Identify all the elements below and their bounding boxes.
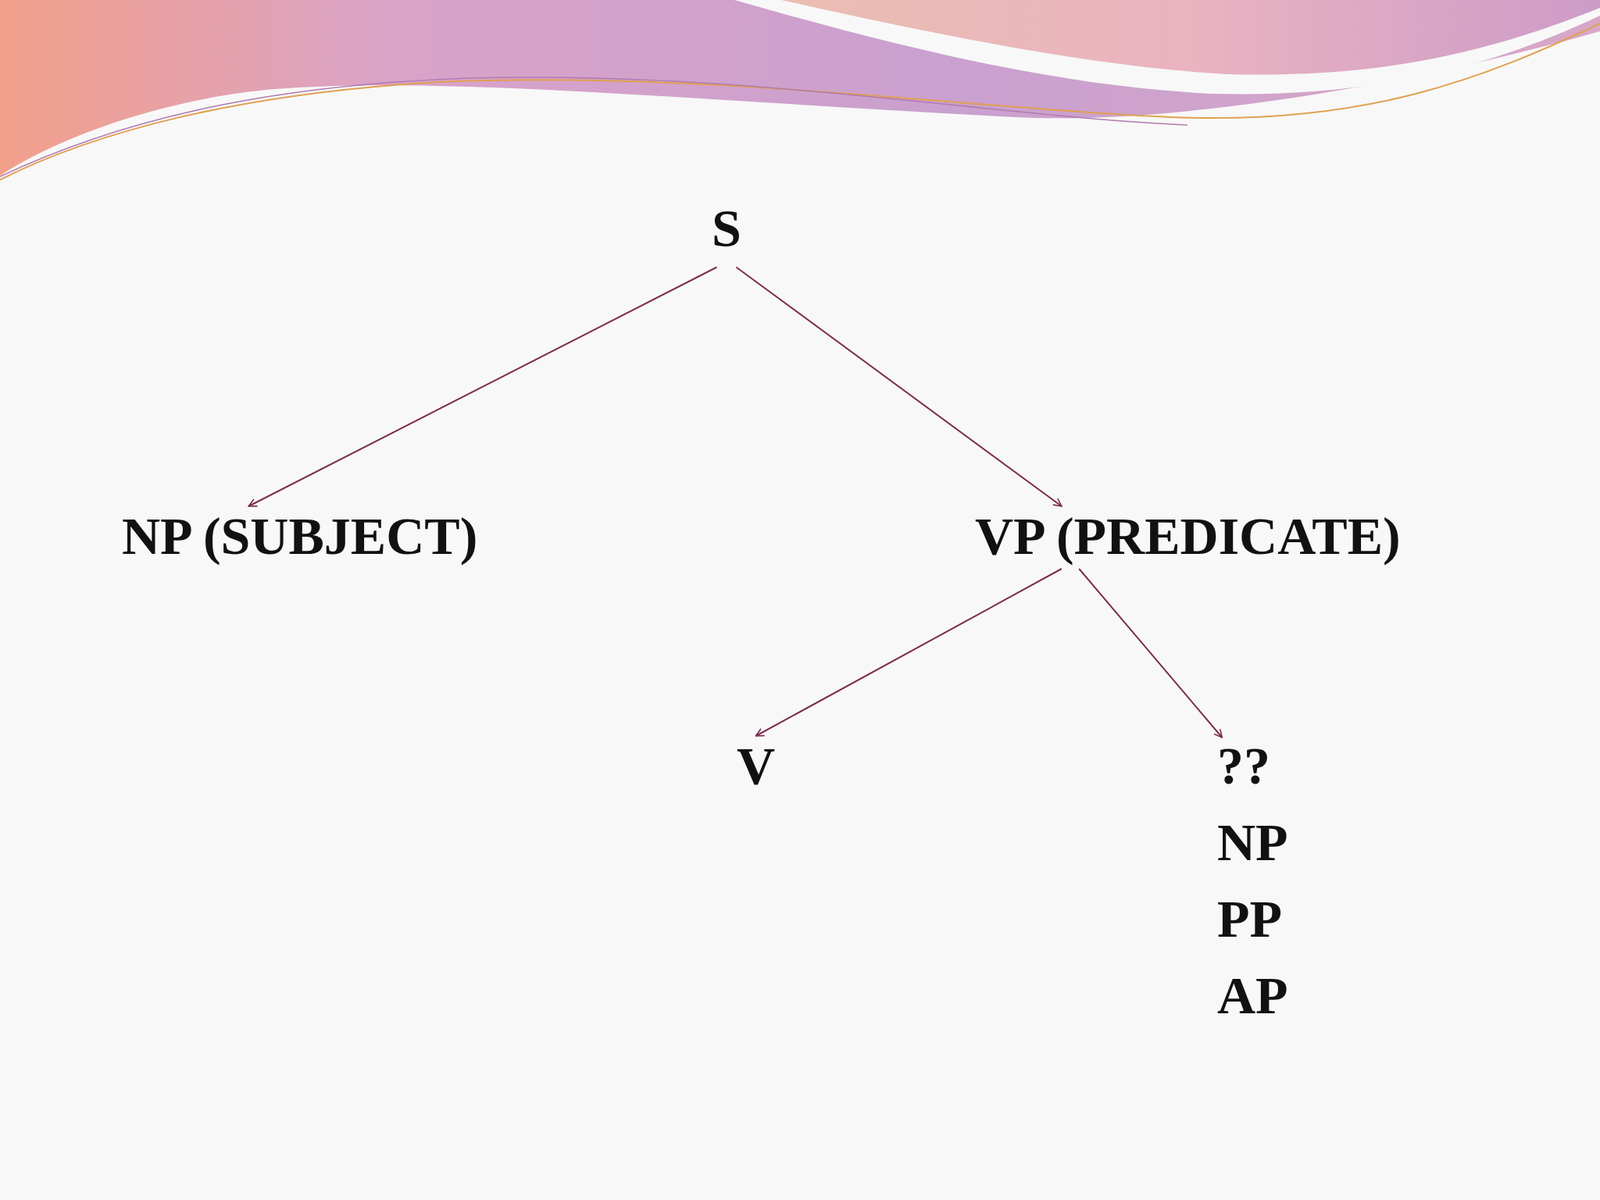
node-text: ??	[1217, 727, 1289, 804]
node-text: VP (PREDICATE)	[975, 497, 1401, 575]
wave-cutout	[734, 0, 1600, 94]
wave-line	[0, 23, 1600, 180]
phrase-label: VP (PREDICATE)	[970, 494, 1406, 578]
wave-line	[0, 77, 1188, 177]
tree-branch-arrow	[248, 267, 717, 507]
node-text: S	[711, 189, 742, 267]
option-list: ??NPPPAP	[1212, 724, 1293, 1037]
phrase-label: NP (SUBJECT)	[117, 494, 483, 578]
wave-band	[0, 0, 1600, 176]
node-text: PP	[1217, 880, 1289, 958]
node-text: NP	[1217, 803, 1289, 881]
category-label: V	[732, 724, 780, 808]
node-text: NP (SUBJECT)	[121, 497, 478, 575]
tree-branch-arrow	[1078, 568, 1222, 738]
node-text: AP	[1217, 957, 1289, 1034]
tree-branch-arrow	[756, 568, 1062, 736]
node-text: V	[736, 727, 775, 804]
root-label: S	[707, 186, 747, 270]
wave-band-light	[781, 0, 1600, 75]
tree-branch-arrow	[735, 267, 1062, 507]
